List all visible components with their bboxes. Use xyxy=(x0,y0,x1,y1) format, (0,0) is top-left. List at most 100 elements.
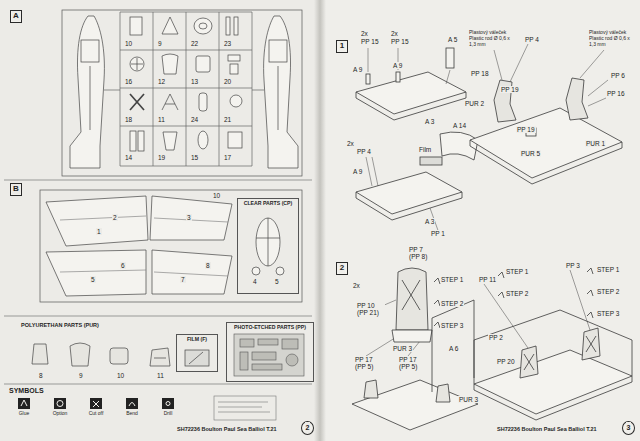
leader-line xyxy=(580,50,604,78)
sprue-a xyxy=(120,126,252,127)
node-text: 1 xyxy=(339,41,345,51)
part-label: 8 xyxy=(38,372,44,379)
symbol-key: Bend xyxy=(116,396,148,424)
part-label: A 6 xyxy=(448,345,459,352)
node-text: 2 xyxy=(339,263,345,273)
cockpit-seat xyxy=(364,380,378,398)
symbol-key: Glue xyxy=(8,396,40,424)
part-label: Plastový váleček Plastic rod Ø 0,6 x 1,3… xyxy=(468,30,516,47)
cockpit-floor xyxy=(470,140,622,184)
symbol-icon xyxy=(18,398,174,409)
sprue-a xyxy=(269,40,287,62)
symbol-icon xyxy=(162,398,174,409)
heading-text: SH72236 Boulton Paul Sea Balliol T.21 xyxy=(176,426,278,432)
film-sheet xyxy=(189,352,203,364)
sprue-a xyxy=(62,10,302,176)
part-label: 14 xyxy=(124,154,133,161)
node-text: Drill xyxy=(163,411,174,417)
sprue-b xyxy=(252,267,260,275)
part-label: 2x xyxy=(390,30,399,37)
part-label: 2 xyxy=(112,214,118,221)
part-label: STEP 2 xyxy=(505,290,529,297)
part-label: 9 xyxy=(78,372,84,379)
part-label: PP 10 (PP 21) xyxy=(356,302,385,317)
part-label: A 14 xyxy=(452,122,467,129)
symbol-icon xyxy=(93,401,99,407)
cockpit-seat xyxy=(524,336,596,370)
page-number: 2 xyxy=(301,421,314,435)
cockpit-seat xyxy=(587,268,593,318)
leader-line xyxy=(588,80,608,96)
resin-parts xyxy=(32,343,170,366)
paper xyxy=(0,0,320,441)
symbol-icon xyxy=(18,398,30,409)
sprue-a xyxy=(219,12,220,166)
photo-etched-fret xyxy=(234,334,304,376)
symbol-icon xyxy=(21,400,170,407)
part-label: 19 xyxy=(157,154,166,161)
part-label: 13 xyxy=(190,78,199,85)
sprue-b xyxy=(276,267,284,275)
part-label: STEP 1 xyxy=(505,268,529,275)
section-marker: B xyxy=(10,183,22,196)
part-label: PUR 1 xyxy=(585,140,606,147)
resin-parts xyxy=(150,348,170,366)
sprue-a xyxy=(252,12,253,166)
sprue-a xyxy=(120,166,252,167)
part-label: 3 xyxy=(186,214,192,221)
part-label: 2x xyxy=(352,282,361,289)
part-label: STEP 1 xyxy=(440,276,464,283)
address-box xyxy=(214,396,276,420)
sprue-b xyxy=(40,190,302,302)
address-box xyxy=(214,396,276,420)
heading-text: POLYURETHAN PARTS (PUR) xyxy=(20,322,100,328)
cockpit-seat xyxy=(498,272,504,298)
node-text: FILM (F) xyxy=(186,337,208,343)
sprue-a xyxy=(228,55,240,61)
cockpit-seat xyxy=(392,330,432,342)
part-label: Film xyxy=(418,146,432,153)
sprue-a xyxy=(62,10,302,176)
part-label: 10 xyxy=(212,192,221,199)
part-label: 1 xyxy=(96,228,102,235)
part-label: STEP 2 xyxy=(440,300,464,307)
part-label: PP 17 (PP 5) xyxy=(354,356,380,371)
film-sheet xyxy=(185,350,209,366)
part-label: 21 xyxy=(223,116,232,123)
cockpit-seat xyxy=(402,280,420,310)
part-label: 7 xyxy=(180,276,186,283)
part-label: A 9 xyxy=(352,66,363,73)
part-label: 5 xyxy=(274,278,280,285)
sprue-a xyxy=(153,12,154,166)
film-panel: FILM (F) xyxy=(176,334,218,372)
part-label: PP 4 xyxy=(524,36,540,43)
part-label: STEP 3 xyxy=(440,322,464,329)
part-label: A 9 xyxy=(352,168,363,175)
symbol-icon xyxy=(54,398,66,409)
symbol-key: Option xyxy=(44,396,76,424)
sprue-a xyxy=(186,12,187,166)
part-label: PUR 3 xyxy=(392,345,413,352)
part-label: 20 xyxy=(223,78,232,85)
node-text: Option xyxy=(52,411,69,417)
heading-text: SYMBOLS xyxy=(8,387,45,395)
sprue-a xyxy=(230,95,242,107)
sprue-a xyxy=(90,66,91,130)
address-box xyxy=(218,402,268,403)
part-label: 2x xyxy=(360,30,369,37)
resin-parts xyxy=(110,348,128,364)
part-label: 15 xyxy=(190,154,199,161)
sprue-a xyxy=(228,132,242,148)
sprue-a xyxy=(120,12,121,166)
divider-line xyxy=(4,316,312,317)
sprue-b xyxy=(152,250,232,294)
part-label: PP 4 xyxy=(356,148,372,155)
part-label: PUR 2 xyxy=(464,100,485,107)
cockpit-floor xyxy=(420,157,442,165)
part-label: PP 17 (PP 5) xyxy=(398,356,424,371)
photo-etched-fret xyxy=(240,352,248,370)
part-label: 9 xyxy=(157,40,163,47)
part-label: 10 xyxy=(124,40,133,47)
